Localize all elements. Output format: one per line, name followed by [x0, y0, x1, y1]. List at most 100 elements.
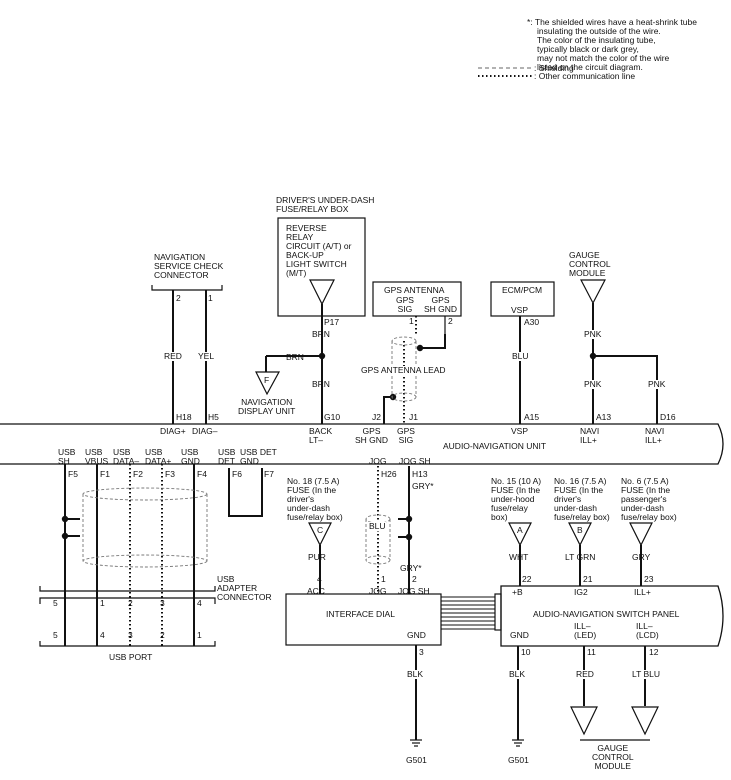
label-line: NAVIGATION — [154, 252, 206, 262]
label-line: fuse/relay box) — [554, 512, 610, 522]
panel-pin11: 11 — [587, 647, 596, 657]
label-line: under-dash — [287, 503, 331, 513]
conn-a13: A13 — [596, 412, 612, 422]
usb-f3: F3 — [165, 469, 175, 479]
label-line: GAUGE — [569, 250, 600, 260]
label-line: NAVI — [645, 426, 665, 436]
switch-panel-outline — [500, 585, 724, 647]
usb-f4: F4 — [197, 469, 207, 479]
wire-yel: YEL — [198, 351, 215, 361]
label-line: FUSE (In the — [491, 485, 541, 495]
ecm-pin: A30 — [524, 317, 540, 327]
label-line: GND — [181, 456, 200, 466]
conn-j2: J2 — [372, 412, 381, 422]
label-line: FUSE (In the — [621, 485, 671, 495]
label-line: ADAPTER — [217, 583, 258, 593]
fuse-18-tri: C — [317, 525, 324, 535]
usb-f2: F2 — [133, 469, 143, 479]
f-label: F — [264, 375, 270, 385]
conn-g10: G10 — [324, 412, 341, 422]
dial-wire-blk: BLK — [407, 669, 424, 679]
usb-port-connector — [39, 641, 216, 647]
usb-f5: F5 — [68, 469, 78, 479]
label-line: USB — [113, 447, 131, 457]
legend-line: *: The shielded wires have a heat-shrink… — [527, 17, 697, 27]
fuse-15-pin: 22 — [522, 574, 532, 584]
label-line: DATA+ — [145, 456, 172, 466]
usb-pp5: 5 — [53, 630, 58, 640]
panel-wire-red: RED — [576, 669, 594, 679]
panel-b: +B — [512, 587, 523, 597]
conn-a15: A15 — [524, 412, 540, 422]
label-line: NAVIGATION — [241, 397, 293, 407]
dial-acc: ACC — [307, 586, 325, 596]
label-line: MODULE — [594, 761, 631, 771]
usb-ap1: 1 — [100, 598, 105, 608]
gps-pin1: 1 — [409, 316, 414, 326]
usb-ap3: 3 — [160, 598, 165, 608]
panel-ill-lcd: ILL–(LCD) — [636, 622, 659, 640]
fuse-6-pin: 23 — [644, 574, 654, 584]
fuse-16-pin: 21 — [583, 574, 593, 584]
panel-gnd: GND — [510, 630, 529, 640]
wire-pnk-1: PNK — [584, 329, 602, 339]
label-line: FUSE/RELAY BOX — [276, 204, 349, 214]
label-line: USB — [145, 447, 163, 457]
conn-j1: J1 — [409, 412, 418, 422]
label-line: CONTROL — [569, 259, 611, 269]
wire-gry: GRY — [632, 552, 651, 562]
conn-h18: H18 — [176, 412, 192, 422]
label-line: ILL– — [636, 621, 653, 631]
wire-wht: WHT — [509, 552, 529, 562]
fuse-16-tri: B — [577, 525, 583, 535]
usb-ap4: 4 — [197, 598, 202, 608]
wire-gry-2: GRY* — [400, 563, 422, 573]
legend-shielding: : Shielding — [534, 63, 574, 73]
legend-note: *: The shielded wires have a heat-shrink… — [527, 9, 697, 72]
ribbon-cable — [441, 596, 495, 630]
usb-ap2: 2 — [128, 598, 133, 608]
panel-ill-led: ILL–(LED) — [574, 622, 596, 640]
usb-pp2: 2 — [160, 630, 165, 640]
label-line: FUSE (In the — [287, 485, 337, 495]
wire-brn-split: BRN — [286, 352, 304, 362]
sig-diag-plus: DIAG+ — [160, 426, 186, 436]
legend-line: may not match the color of the wire — [537, 53, 670, 63]
label-line: passenger's — [621, 494, 667, 504]
panel-ig2: IG2 — [574, 587, 588, 597]
label-line: RELAY — [286, 232, 314, 242]
gps-pin2: 2 — [448, 316, 453, 326]
nav-check-pin1: 1 — [208, 293, 213, 303]
wire-gry-1: GRY* — [412, 481, 434, 491]
usb-f6: F6 — [232, 469, 242, 479]
label-line: CIRCUIT (A/T) or — [286, 241, 352, 251]
label-line: driver's — [554, 494, 582, 504]
audio-nav-unit-outline — [0, 423, 724, 465]
label-line: GND — [240, 456, 259, 466]
label-line: under-hood — [491, 494, 535, 504]
label-line: No. 6 (7.5 A) — [621, 476, 669, 486]
dial-gnd: GND — [407, 630, 426, 640]
sig-diag-minus: DIAG– — [192, 426, 218, 436]
label-line: ILL– — [574, 621, 591, 631]
label-line: DATA– — [113, 456, 140, 466]
conn-h5: H5 — [208, 412, 219, 422]
usb-pp3: 3 — [128, 630, 133, 640]
label-line: ILL+ — [580, 435, 597, 445]
fuse-15-tri: A — [517, 525, 523, 535]
gps-antenna-lead: GPS ANTENNA LEAD — [361, 365, 446, 375]
